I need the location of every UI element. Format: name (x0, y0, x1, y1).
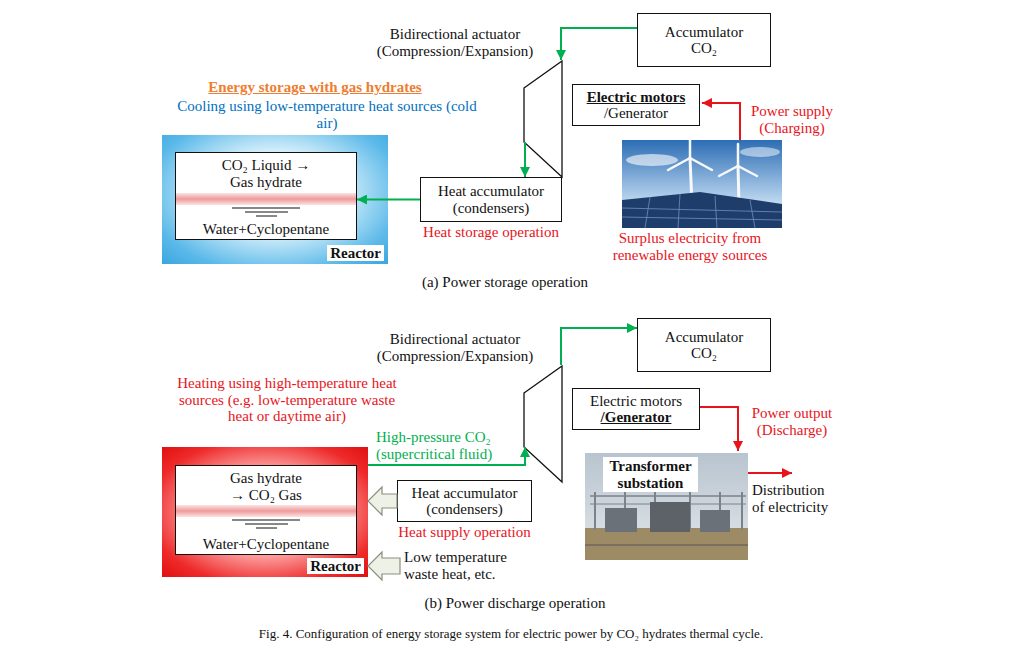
panel-line (715, 196, 717, 228)
water-level-line (256, 528, 277, 529)
box-text: Electric motors (590, 393, 682, 410)
water-level-line (256, 216, 277, 217)
water-level-line (232, 520, 300, 521)
panel-line (678, 194, 680, 228)
actuator-outline (523, 60, 563, 178)
beam (590, 495, 746, 497)
power-note: Power supply (Charging) (742, 103, 842, 136)
power-note: Power output (Discharge) (742, 405, 842, 438)
turbine-blade (737, 144, 740, 166)
actuator-label: Bidirectional actuator (Compression/Expa… (355, 331, 555, 364)
figure-caption: Fig. 4. Configuration of energy storage … (61, 627, 961, 641)
actuator-outline (523, 365, 563, 483)
turbine-blade (738, 166, 757, 176)
actuator-outline (524, 61, 562, 177)
water-level-line (232, 208, 300, 209)
box-text: Heat accumulator (condensers) (404, 485, 525, 518)
box-text: /Generator (601, 409, 672, 426)
panel-line (750, 200, 755, 228)
edge-label: High-pressure CO₂ (supercritical fluid) (376, 429, 511, 462)
heat-accumulator-box: Heat accumulator (condensers)Heat storag… (420, 177, 562, 222)
accumulator-box: Accumulator CO₂ (637, 13, 771, 67)
operation-label: Heat storage operation (381, 224, 601, 241)
reaction-text: Gas hydrate → CO₂ Gas (225, 470, 307, 503)
heat-input-arrow (368, 552, 400, 580)
reaction-text: CO₂ Liquid → Gas hydrate (216, 157, 316, 190)
hydrate-band (176, 193, 356, 216)
co2-flow (561, 328, 637, 365)
reactor-label: Reactor (307, 558, 364, 575)
distribution-note: Distribution of electricity (752, 482, 838, 515)
transformer (605, 508, 637, 532)
motor-box: Electric motors/Generator (572, 84, 700, 126)
actuator-label: Bidirectional actuator (Compression/Expa… (355, 26, 555, 59)
operation-label: Heat supply operation (358, 524, 571, 541)
pylon (594, 492, 596, 530)
heating-note: Heating using high-temperature heat sour… (167, 375, 407, 425)
box-text: /Generator (604, 105, 668, 122)
transformer (700, 510, 730, 532)
substation-photo (585, 453, 748, 560)
box-text: Heat accumulator (condensers) (427, 183, 555, 216)
panel-caption: (a) Power storage operation (355, 274, 655, 291)
cloud (626, 154, 678, 166)
power-arrow (748, 472, 792, 474)
fence (585, 545, 748, 546)
sky (622, 140, 782, 228)
turbine-blade (690, 158, 712, 170)
water-level-line (245, 524, 288, 525)
solar-panel-grid (622, 194, 782, 228)
section-heading: Energy storage with gas hydrates (165, 79, 465, 96)
power-arrow (700, 407, 738, 451)
heat-accumulator-box: Heat accumulator (condensers)Heat supply… (397, 480, 532, 522)
source-note: Surplus electricity from renewable energ… (597, 230, 783, 263)
power-arrow (702, 103, 740, 140)
transformer (650, 502, 690, 532)
panel-line (645, 197, 650, 228)
actuator-outline (524, 366, 562, 482)
turbine-blade (689, 140, 692, 158)
bidirectional-actuator: Bidirectional actuator (Compression/Expa… (523, 60, 563, 178)
co2-flow (561, 28, 637, 60)
water-level-line (245, 212, 288, 213)
solar-panel (622, 192, 782, 228)
box-text: Electric motors (587, 89, 686, 106)
co2-flow (357, 199, 420, 201)
panel-caption: (b) Power discharge operation (365, 595, 665, 612)
photo-label: Transformer substation (603, 457, 698, 492)
co2-flow (524, 142, 526, 177)
turbine-blade (668, 158, 690, 170)
reactor-label: Reactor (327, 245, 384, 262)
hydrate-band (176, 505, 356, 528)
panel-line (622, 208, 782, 212)
waste-heat-note: Low temperature waste heat, etc. (404, 549, 529, 582)
cloud (740, 147, 780, 157)
pylon (741, 492, 743, 530)
accumulator-box: Accumulator CO₂ (637, 318, 771, 372)
turbine-blade (719, 166, 738, 176)
cooling-note: Cooling using low-temperature heat sourc… (172, 98, 482, 131)
sky (585, 453, 748, 560)
bidirectional-actuator: Bidirectional actuator (Compression/Expa… (523, 365, 563, 483)
ground (585, 528, 748, 560)
box-text: Accumulator CO₂ (660, 24, 748, 57)
liquid-text: Water+Cyclopentane (176, 221, 356, 238)
renewable-energy-photo (622, 140, 782, 228)
generator-box: Electric motors/Generator (572, 388, 700, 430)
hydrate-layer (176, 505, 356, 517)
hydrate-layer (176, 193, 356, 205)
heat-supply-arrow (368, 487, 397, 515)
box-text: Accumulator CO₂ (660, 329, 748, 362)
liquid-text: Water+Cyclopentane (176, 536, 356, 553)
